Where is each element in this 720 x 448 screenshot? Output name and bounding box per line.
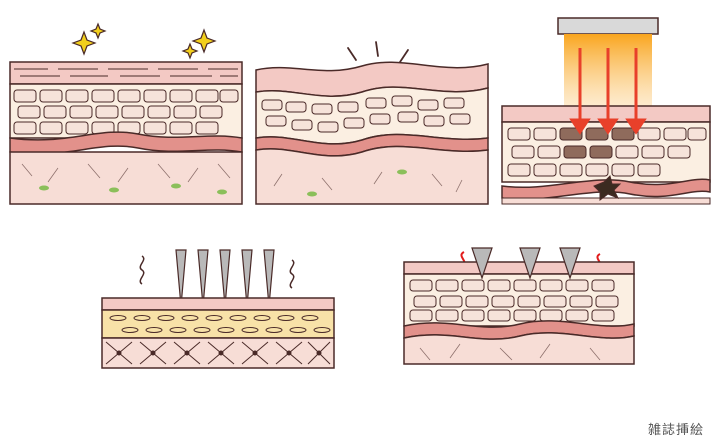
panel-laser-treatment (500, 16, 712, 206)
skin-illustration-laser (501, 17, 711, 205)
skin-illustration-healthy (9, 22, 243, 205)
skin-illustration-wrinkled (255, 41, 489, 205)
fat-layer (101, 309, 335, 339)
stratum-corneum (9, 61, 243, 85)
panel-healthy-skin (8, 18, 244, 206)
panel-microneedle-treatment (100, 246, 336, 370)
needle-icon (471, 247, 581, 280)
laser-beam-arrow-icon (569, 48, 647, 135)
skin-illustration-microneedle (101, 249, 335, 369)
dermis (403, 332, 635, 365)
laser-device-icon (557, 17, 659, 35)
squiggle-icon (139, 255, 295, 289)
stratum-corneum (101, 297, 335, 311)
dermis (255, 145, 489, 205)
microneedle-icon (175, 249, 275, 307)
stratum-corneum (403, 261, 635, 275)
dermis (9, 151, 243, 205)
motion-lines-icon (347, 41, 409, 63)
panel-needle-stimulation (400, 244, 640, 368)
panel-wrinkled-skin (252, 34, 492, 206)
melanin-spot-icon (593, 175, 622, 201)
dermis (101, 337, 335, 369)
sparkle-icon (71, 22, 217, 60)
dermis (501, 197, 711, 205)
skin-illustration-needle (403, 247, 635, 365)
image-caption: 雑誌挿絵 (647, 423, 704, 438)
